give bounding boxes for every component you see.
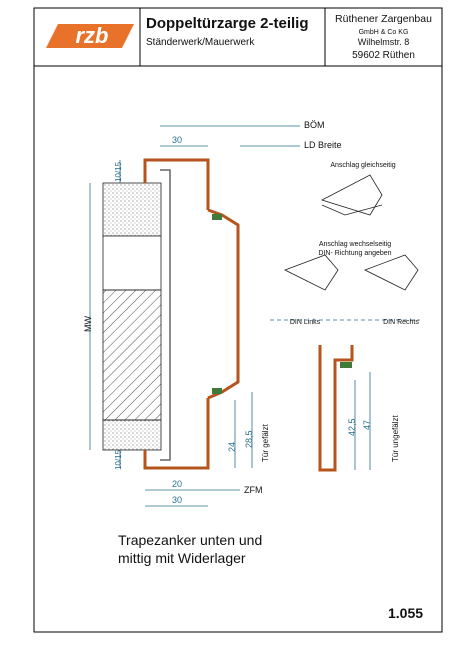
- rzb-logo: rzb: [46, 23, 134, 48]
- dim-24: 24: [227, 441, 237, 452]
- dim-top-30: 30: [172, 135, 183, 145]
- boem-label: BÖM: [304, 120, 325, 130]
- company-city: 59602 Rüthen: [352, 50, 415, 61]
- note-line-2: mittig mit Widerlager: [118, 550, 246, 566]
- frame-rebate: [207, 208, 240, 400]
- symbol-gleich-left: [320, 174, 383, 216]
- inner-board: [160, 169, 171, 461]
- seal-top: [212, 214, 222, 220]
- mw-label: MW: [83, 316, 93, 332]
- legend-din-rechts: DIN Rechts: [383, 319, 419, 326]
- dim-bottom-30: 30: [172, 495, 183, 505]
- note-text: Trapezanker unten und mittig mit Widerla…: [118, 531, 318, 567]
- company-legal: GmbH & Co KG: [358, 29, 409, 36]
- rebate-detail: [318, 345, 354, 472]
- seal-bottom: [212, 388, 222, 394]
- wall-void-top: [102, 235, 162, 291]
- dim-28-5: 28,5: [244, 430, 254, 448]
- plaster-bottom: [102, 419, 162, 451]
- company-street: Wilhelmstr. 8: [357, 37, 410, 47]
- zfm-label: ZFM: [244, 485, 263, 495]
- page-number: 1.055: [388, 605, 424, 621]
- svg-text:rzb: rzb: [76, 23, 109, 48]
- legend-anschlag-gleich: Anschlag gleichseitig: [330, 162, 396, 169]
- legend-anschlag-wechsel: Anschlag wechselseitig: [318, 241, 392, 248]
- symbol-wechsel-right: [364, 254, 419, 291]
- masonry-hatch: [102, 289, 162, 421]
- dim-47: 47: [362, 419, 372, 430]
- rebate-seal: [340, 362, 352, 368]
- ld-breite-label: LD Breite: [304, 140, 342, 150]
- legend-din-links: DIN Links: [289, 319, 321, 326]
- page-border: [33, 7, 443, 633]
- note-line-1: Trapezanker unten und: [118, 532, 263, 548]
- symbol-gleich-right: [321, 204, 383, 216]
- rebate-profile: [318, 345, 354, 472]
- dim-1015-bottom: 10/15: [114, 449, 123, 470]
- dimension-lines: [89, 125, 420, 507]
- dim-bottom-20: 20: [172, 479, 183, 489]
- legend-din-richtung: DIN- Richtung angeben: [318, 250, 392, 257]
- legend-symbols: [284, 174, 419, 291]
- dim-42-5: 42,5: [347, 418, 357, 436]
- dim-1015-top: 10/15: [114, 161, 123, 182]
- page-subtitle: Ständerwerk/Mauerwerk: [146, 37, 255, 48]
- seals: [212, 214, 222, 394]
- frame-top-leg: [143, 158, 210, 210]
- plaster-top: [102, 182, 162, 237]
- tuer-gefaelzt-label: Tür gefälzt: [261, 424, 270, 462]
- frame-bottom-leg: [143, 398, 210, 470]
- tuer-ungefaelzt-label: Tür ungefälzt: [391, 415, 400, 462]
- wall-section: [102, 182, 162, 451]
- company-name: Rüthener Zargenbau: [335, 13, 432, 25]
- page-title: Doppeltürzarge 2-teilig: [146, 15, 309, 32]
- symbol-wechsel-left: [284, 254, 339, 291]
